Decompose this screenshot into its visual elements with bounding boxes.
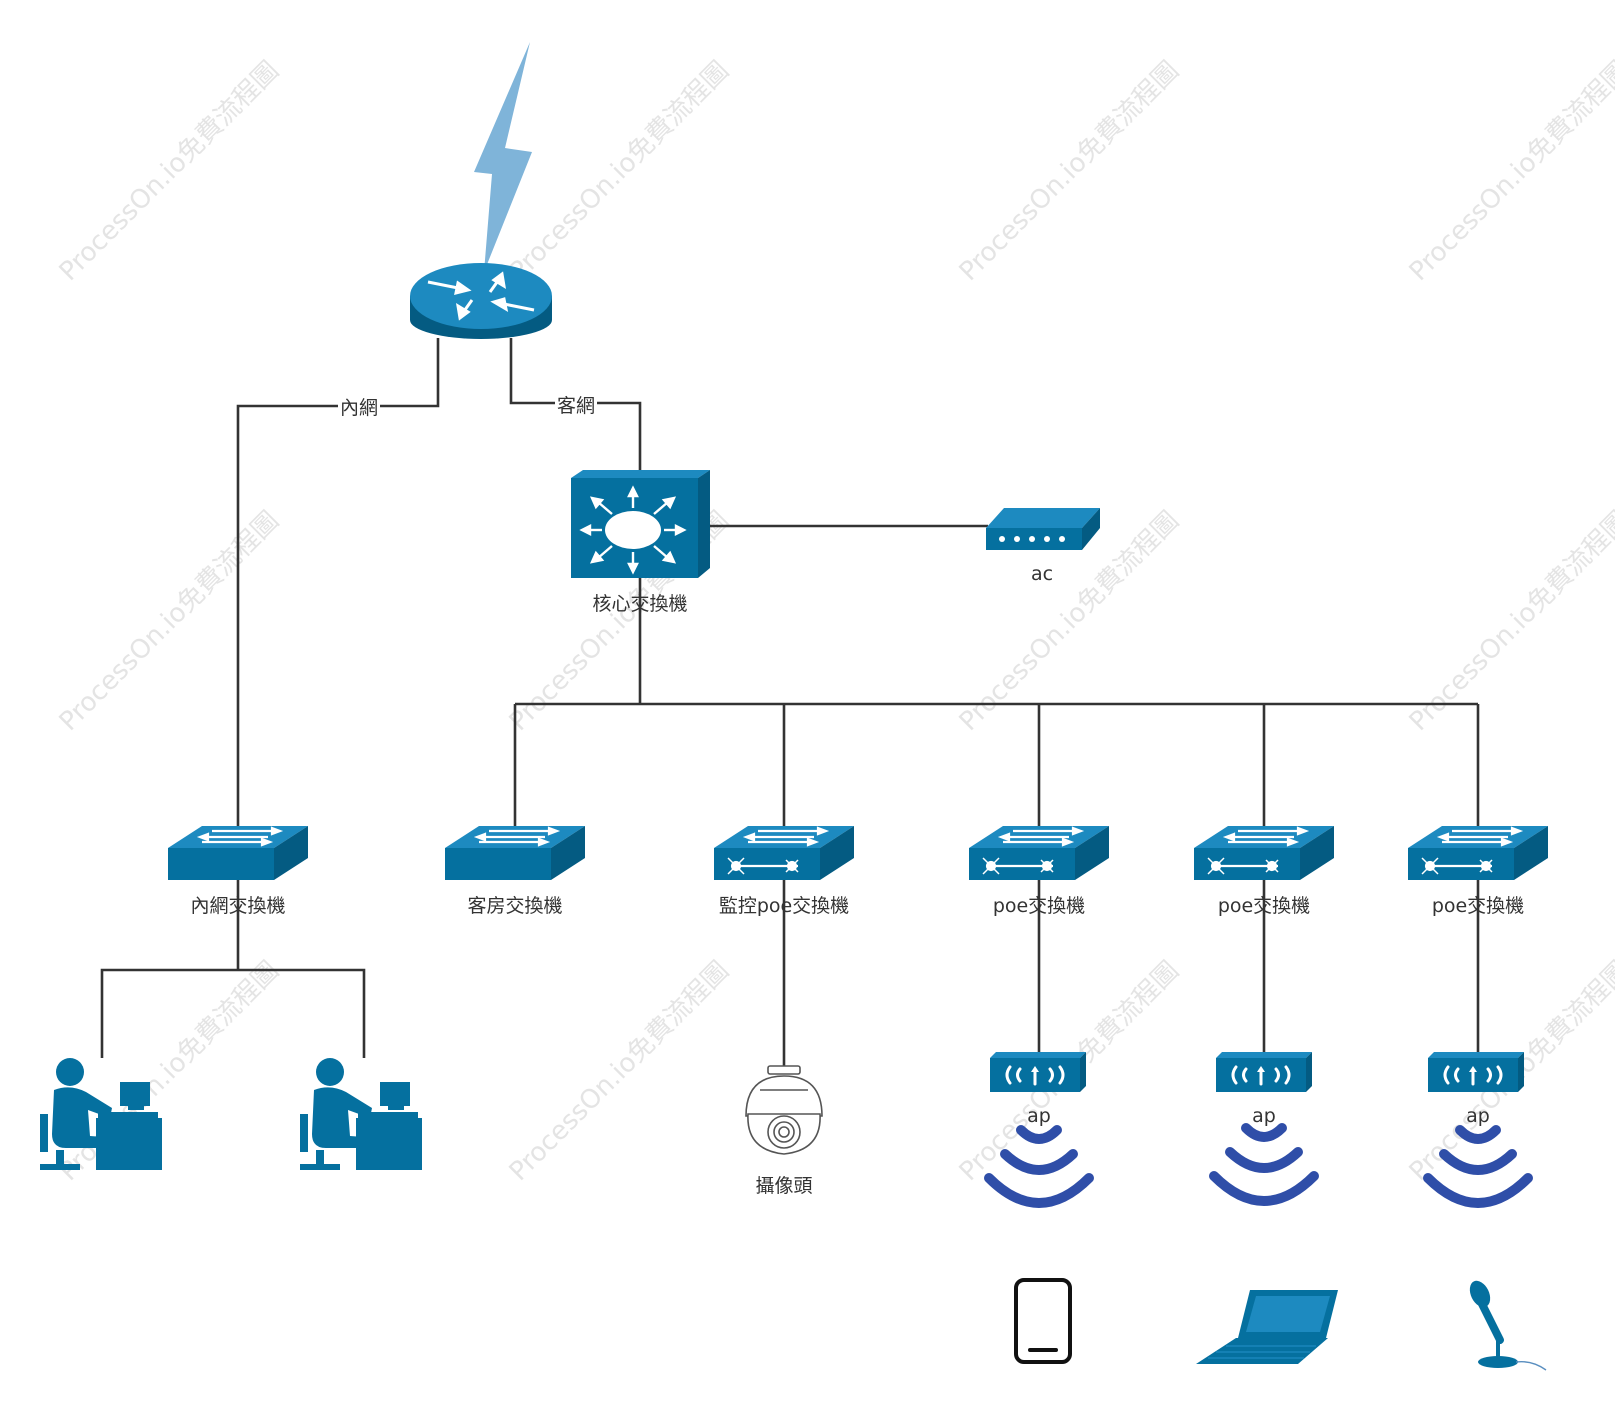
workstation-icon[interactable] bbox=[300, 1058, 422, 1170]
watermark-text: ProcessOn.io免費流程圖 bbox=[54, 56, 285, 287]
ap-label: ap bbox=[1466, 1105, 1490, 1127]
ap-label: ap bbox=[1252, 1105, 1276, 1127]
lightning-icon bbox=[474, 42, 532, 272]
microphone-icon[interactable] bbox=[1466, 1277, 1547, 1371]
watermark-layer: ProcessOn.io免費流程圖 ProcessOn.io免費流程圖 Proc… bbox=[54, 56, 1615, 1187]
wifi-icon bbox=[1214, 1128, 1314, 1201]
poe-switch-label: poe交換機 bbox=[1218, 895, 1310, 917]
room-switch-label: 客房交換機 bbox=[467, 895, 562, 917]
tablet-icon[interactable] bbox=[1014, 1278, 1072, 1364]
access-point-icon[interactable] bbox=[990, 1052, 1086, 1092]
edge-label-lan: 內網 bbox=[340, 397, 378, 419]
core-switch-label: 核心交換機 bbox=[592, 593, 687, 615]
watermark-text: ProcessOn.io免費流程圖 bbox=[1404, 506, 1615, 737]
switch-icon[interactable] bbox=[168, 826, 308, 880]
watermark-text: ProcessOn.io免費流程圖 bbox=[504, 956, 735, 1187]
connector-layer bbox=[100, 338, 1480, 1066]
watermark-text: ProcessOn.io免費流程圖 bbox=[954, 56, 1185, 287]
monitor-poe-switch-label: 監控poe交換機 bbox=[719, 895, 849, 917]
watermark-text: ProcessOn.io免費流程圖 bbox=[1404, 56, 1615, 287]
dome-camera-icon[interactable] bbox=[745, 1065, 823, 1155]
ap-label: ap bbox=[1027, 1105, 1051, 1127]
poe-switch-icon[interactable] bbox=[714, 826, 854, 880]
access-point-icon[interactable] bbox=[1216, 1052, 1312, 1092]
poe-switch-icon[interactable] bbox=[1408, 826, 1548, 880]
watermark-text: ProcessOn.io免費流程圖 bbox=[504, 56, 735, 287]
edge-label-guest: 客網 bbox=[557, 395, 595, 417]
access-point-icon[interactable] bbox=[1428, 1052, 1524, 1092]
watermark-text: ProcessOn.io免費流程圖 bbox=[54, 956, 285, 1187]
router-icon[interactable] bbox=[410, 263, 552, 339]
camera-label: 攝像頭 bbox=[755, 1175, 812, 1197]
poe-switch-icon[interactable] bbox=[969, 826, 1109, 880]
laptop-icon[interactable] bbox=[1196, 1290, 1338, 1364]
poe-switch-icon[interactable] bbox=[1194, 826, 1334, 880]
watermark-text: ProcessOn.io免費流程圖 bbox=[54, 506, 285, 737]
lan-switch-label: 內網交換機 bbox=[190, 895, 285, 917]
edge-label-bg bbox=[555, 391, 597, 415]
poe-switch-label: poe交換機 bbox=[993, 895, 1085, 917]
connector-lan-workstations bbox=[100, 968, 366, 1058]
ac-label: ac bbox=[1031, 563, 1053, 585]
layer3-switch-icon[interactable] bbox=[571, 470, 710, 578]
edge-label-bg bbox=[338, 394, 380, 418]
access-controller-icon[interactable] bbox=[986, 508, 1100, 550]
switch-icon[interactable] bbox=[445, 826, 585, 880]
poe-switch-label: poe交換機 bbox=[1432, 895, 1524, 917]
